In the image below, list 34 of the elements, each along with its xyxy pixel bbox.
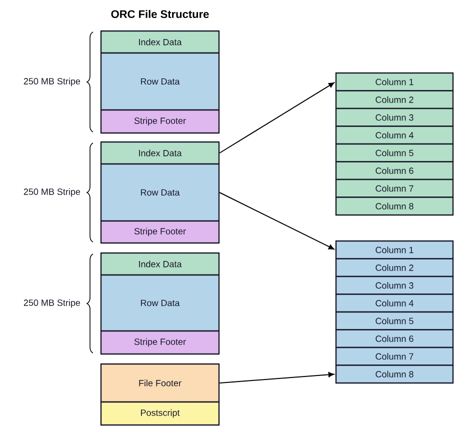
- column-cell: Column 6: [335, 161, 454, 180]
- file-section-box: Row Data: [100, 163, 220, 222]
- arrow: [219, 192, 334, 250]
- column-cell: Column 7: [335, 346, 454, 366]
- file-section-box: Row Data: [100, 52, 220, 111]
- file-section-box: File Footer: [100, 363, 220, 403]
- file-section-box: Stripe Footer: [100, 330, 220, 355]
- column-cell: Column 8: [335, 196, 454, 216]
- title: ORC File Structure: [111, 10, 209, 18]
- column-cell: Column 2: [335, 258, 454, 278]
- column-cell: Column 3: [335, 276, 454, 295]
- arrow: [219, 82, 334, 154]
- column-cell: Column 4: [335, 294, 454, 313]
- file-section-box: Index Data: [100, 252, 220, 276]
- file-section-box: Index Data: [100, 30, 220, 54]
- file-section-box: Stripe Footer: [100, 220, 220, 244]
- file-section-box: Postscript: [100, 401, 220, 426]
- column-cell: Column 8: [335, 364, 454, 384]
- stripe-label: 250 MB Stripe: [24, 188, 80, 197]
- file-section-box: Index Data: [100, 141, 220, 165]
- column-cell: Column 4: [335, 126, 454, 145]
- file-section-box: Stripe Footer: [100, 109, 220, 134]
- column-cell: Column 6: [335, 329, 454, 348]
- stripe-label: 250 MB Stripe: [24, 299, 80, 308]
- column-cell: Column 1: [335, 72, 454, 92]
- column-cell: Column 2: [335, 90, 454, 110]
- column-cell: Column 5: [335, 311, 454, 330]
- column-cell: Column 1: [335, 240, 454, 260]
- arrow: [219, 372, 334, 384]
- column-cell: Column 7: [335, 178, 454, 198]
- file-section-box: Row Data: [100, 274, 220, 332]
- column-cell: Column 3: [335, 108, 454, 127]
- column-cell: Column 5: [335, 143, 454, 162]
- stripe-label: 250 MB Stripe: [24, 78, 80, 86]
